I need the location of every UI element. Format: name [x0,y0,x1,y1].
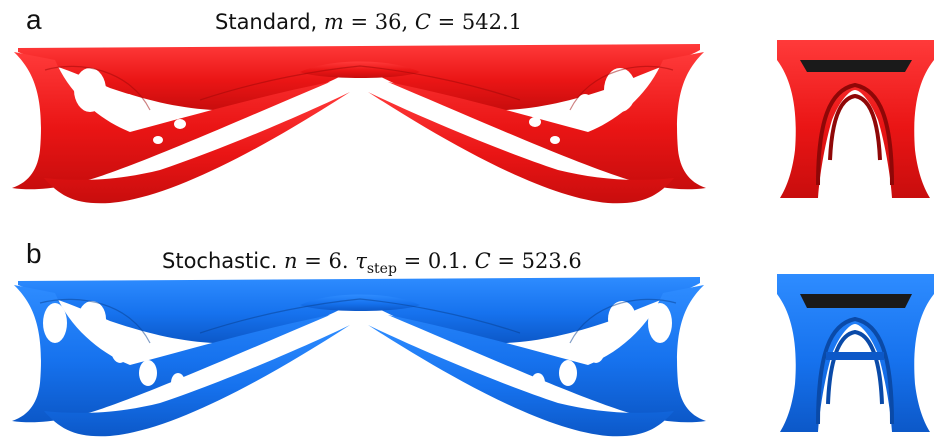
panel-a-title-prefix: Standard, [215,10,324,34]
panel-b-n-value: = 6. [297,249,356,273]
hole [43,303,67,343]
panel-b-label: b [26,238,42,269]
panel-b-beam [12,277,706,437]
hole [78,301,106,337]
panel-b-tau-subscript: step [366,261,397,278]
panel-a-beam [12,44,706,204]
panel-a-side-view [777,40,934,198]
hole [587,335,605,363]
hole [575,94,595,122]
hole [171,373,185,393]
hole [118,94,138,122]
panel-b-c-value: = 523.6 [490,249,582,273]
hole [531,373,545,393]
hole [153,136,163,144]
panel-a-var-c: C [414,10,431,34]
hole [139,360,157,386]
panel-b-tau-value: = 0.1. [396,249,475,273]
hole [174,119,186,129]
panel-a-c-value: = 542.1 [430,10,522,34]
panel-a-m-value: = 36, [343,10,415,34]
panel-a-title: Standard, m = 36, C = 542.1 [215,12,522,33]
hole [111,335,129,363]
panel-b-side-view [777,274,934,432]
panel-b-var-c: C [474,249,491,273]
hole [604,68,636,112]
hole [550,136,560,144]
hole [648,303,672,343]
panel-b-title-prefix: Stochastic. [162,249,285,273]
panel-b-var-tau: τ [355,249,367,273]
panel-b-var-n: n [284,249,298,273]
hole [559,360,577,386]
hole [74,68,106,112]
panel-b-title: Stochastic. n = 6. τstep = 0.1. C = 523.… [162,249,582,278]
hole [608,301,636,337]
hole [529,117,541,127]
panel-a-var-m: m [323,10,344,34]
panel-a-label: a [26,4,42,35]
